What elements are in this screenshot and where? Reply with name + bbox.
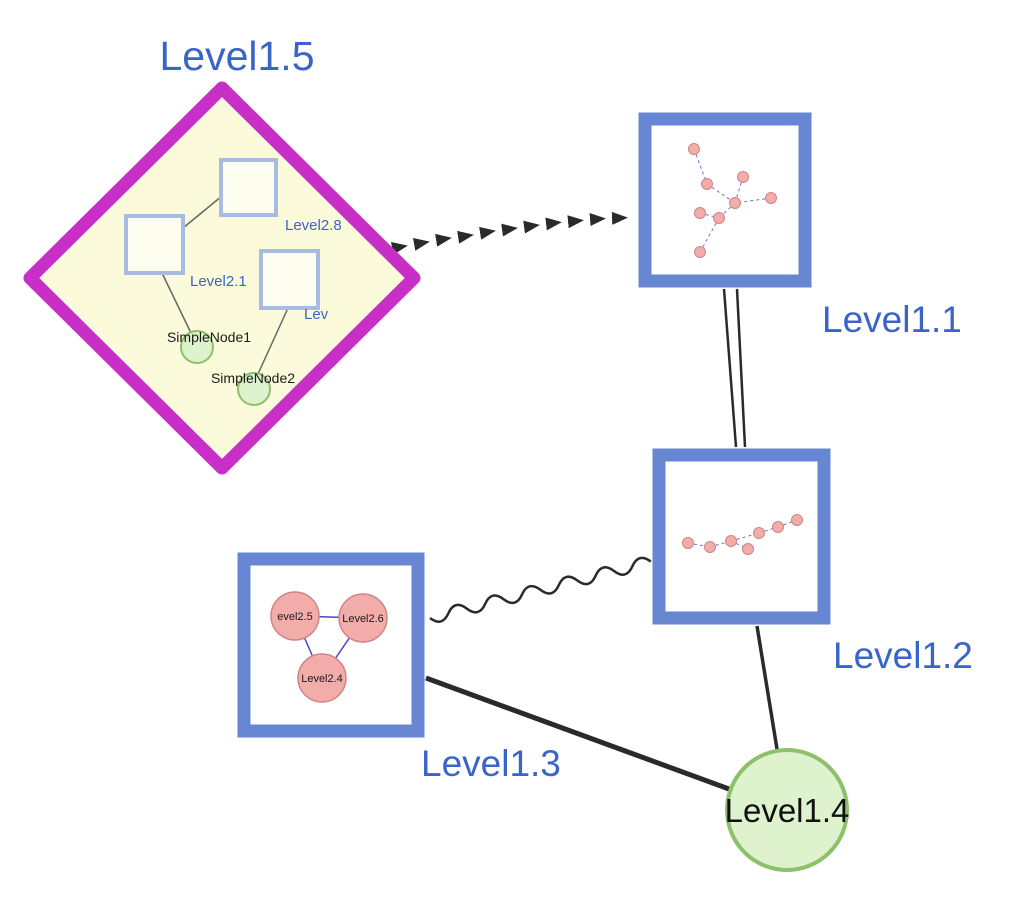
node-level1-3-minigraph: evel2.5 Level2.6 Level2.4 (270, 591, 388, 703)
node-level1-1-label: Level1.1 (822, 299, 962, 340)
edge-level2-1-to-simplenode1[interactable] (161, 272, 192, 334)
node-level1-2-label: Level1.2 (833, 635, 973, 676)
edge-level2-1-to-level2-8[interactable] (182, 195, 223, 229)
edge-level1-3-to-level1-2[interactable] (429, 556, 652, 623)
node-level1-3[interactable] (237, 552, 425, 738)
edge-level1-3-to-level1-4[interactable] (425, 675, 730, 792)
node-simplenode1-label: SimpleNode1 (167, 329, 251, 345)
node-level2-1-label: Level2.1 (190, 273, 247, 290)
node-level1-5[interactable] (23, 81, 421, 475)
node-level1-4[interactable] (725, 748, 849, 872)
node-simplenode1[interactable] (180, 330, 214, 364)
node-level1-1[interactable] (638, 112, 812, 288)
node-level2-1[interactable] (124, 214, 185, 275)
edge-level1-1-to-level1-2[interactable] (722, 288, 747, 448)
node-simplenode2-label: SimpleNode2 (211, 370, 295, 386)
node-level2-8-label: Level2.8 (285, 217, 342, 234)
node-simplenode2[interactable] (237, 372, 271, 406)
node-level2-6-label: Level2.6 (342, 613, 384, 625)
node-level2-4[interactable] (297, 653, 347, 703)
node-level2-trunc-label: Lev (304, 306, 329, 323)
node-level2-4-label: Level2.4 (301, 673, 343, 685)
node-level2-8[interactable] (219, 158, 278, 217)
node-level1-3-label: Level1.3 (421, 743, 561, 784)
node-level2-5-label: evel2.5 (277, 611, 312, 623)
node-level1-1-minigraph (688, 143, 777, 258)
node-level2-5[interactable] (270, 591, 320, 641)
edge-level2-trunc-to-simplenode2[interactable] (257, 307, 289, 375)
node-level1-2[interactable] (652, 448, 831, 625)
node-level2-6[interactable] (338, 593, 388, 643)
edge-level1-2-to-level1-4[interactable] (755, 625, 779, 750)
node-level1-2-minigraph (682, 514, 803, 555)
node-level1-4-label: Level1.4 (725, 792, 850, 829)
node-level1-5-label: Level1.5 (159, 33, 314, 79)
edge-level1-5-to-level1-1[interactable] (390, 211, 628, 255)
node-level2-trunc[interactable] (259, 249, 320, 310)
